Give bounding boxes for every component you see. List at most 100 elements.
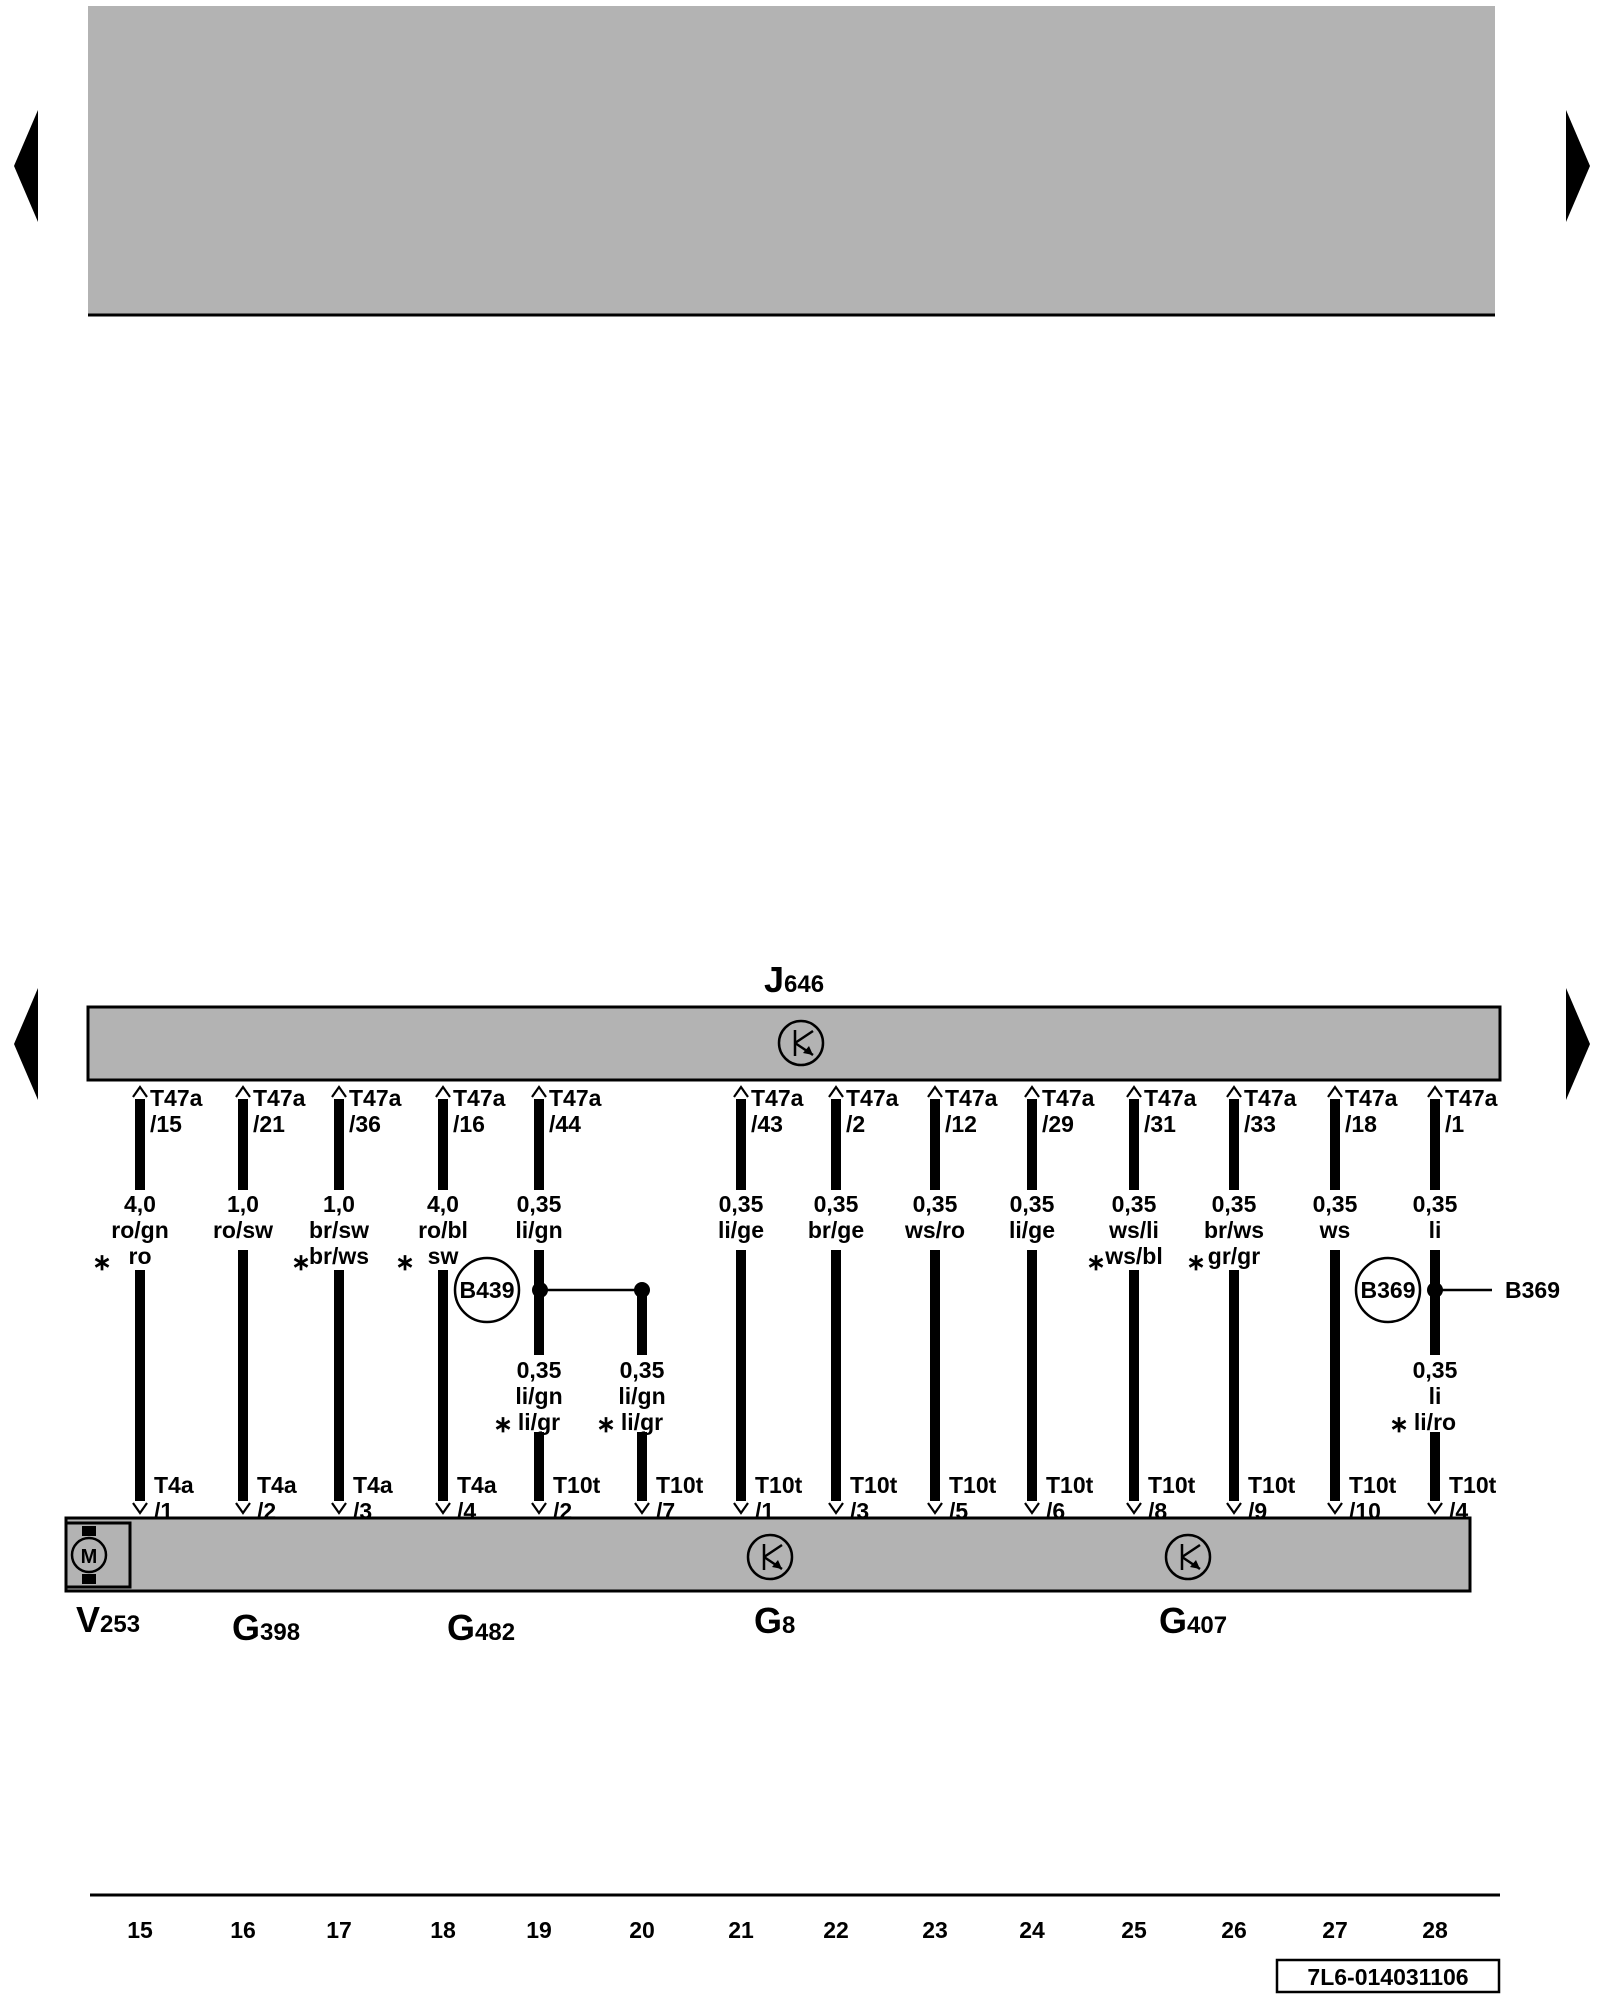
branch-alt-color-label: li/gr [518, 1409, 560, 1435]
nav-prev-top[interactable] [14, 110, 38, 222]
top-connector-label: T47a [349, 1085, 402, 1111]
top-pin-label: /1 [1445, 1111, 1464, 1137]
wire-segment [1430, 1250, 1440, 1290]
top-pin-label: /15 [150, 1111, 182, 1137]
bottom-pin-label: /5 [949, 1498, 968, 1524]
asterisk-mark: ∗ [291, 1249, 310, 1275]
wire-segment [1229, 1099, 1239, 1190]
component-g398-label: G398 [232, 1607, 300, 1648]
top-connector-label: T47a [453, 1085, 506, 1111]
wire-segment [1430, 1290, 1440, 1355]
wire-size-label: 0,35 [1112, 1191, 1157, 1217]
wire-segment [238, 1099, 248, 1190]
column-number: 25 [1121, 1917, 1147, 1943]
wire-segment [534, 1432, 544, 1501]
bottom-connector-label: T10t [755, 1472, 803, 1498]
wire-color-label: ws/ro [904, 1217, 965, 1243]
bottom-connector-label: T10t [1248, 1472, 1296, 1498]
splice-b369-label: B369 [1361, 1277, 1416, 1303]
wire-segment [135, 1270, 145, 1501]
top-connector-label: T47a [846, 1085, 899, 1111]
wire-size-label: 0,35 [1212, 1191, 1257, 1217]
transistor-symbol-icon [777, 1019, 825, 1067]
wire-color-label: ro/sw [213, 1217, 273, 1243]
transistor-symbol-icon [1164, 1533, 1212, 1581]
wire-segment [1027, 1250, 1037, 1501]
bottom-pin-label: /1 [755, 1498, 774, 1524]
bottom-connector-label: T10t [850, 1472, 898, 1498]
bottom-pin-label: /9 [1248, 1498, 1267, 1524]
branch-alt-color-label: li/ro [1414, 1409, 1456, 1435]
bottom-pin-label: /3 [353, 1498, 372, 1524]
wire-size-label: 0,35 [913, 1191, 958, 1217]
column-number: 26 [1221, 1917, 1247, 1943]
splice-b439-label: B439 [460, 1277, 515, 1303]
column-number: 18 [430, 1917, 456, 1943]
top-connector-label: T47a [1345, 1085, 1398, 1111]
top-connector-label: T47a [150, 1085, 203, 1111]
branch-color-label: li [1429, 1383, 1442, 1409]
splice-b369-ref-label: B369 [1505, 1277, 1560, 1303]
nav-next-bottom[interactable] [1566, 988, 1590, 1100]
component-g8-label: G8 [754, 1600, 795, 1641]
asterisk-mark: ∗ [493, 1411, 512, 1437]
wire-segment [930, 1250, 940, 1501]
wire-segment [1430, 1099, 1440, 1190]
bottom-connector-label: T4a [457, 1472, 497, 1498]
top-pin-label: /21 [253, 1111, 285, 1137]
triangle-right-icon[interactable] [1566, 988, 1590, 1100]
branch-labels: 0,35li/gnli/gr∗0,35li/gnli/gr∗0,35lili/r… [493, 1357, 1457, 1437]
wire-color-label: ro/gn [111, 1217, 169, 1243]
wire-column-20: T10t/7 [634, 1290, 704, 1524]
bottom-connector-label: T4a [257, 1472, 297, 1498]
component-j646-label: J646 [764, 959, 824, 1000]
triangle-left-icon[interactable] [14, 110, 38, 222]
top-connector-label: T47a [1244, 1085, 1297, 1111]
asterisk-mark: ∗ [1186, 1249, 1205, 1275]
bottom-pin-label: /3 [850, 1498, 869, 1524]
wire-color-label: ro/bl [418, 1217, 468, 1243]
top-pin-label: /29 [1042, 1111, 1074, 1137]
top-connector-label: T47a [1042, 1085, 1095, 1111]
branch-size-label: 0,35 [1413, 1357, 1458, 1383]
top-pin-label: /43 [751, 1111, 783, 1137]
wire-alt-color-label: gr/gr [1208, 1243, 1260, 1269]
column-number: 19 [526, 1917, 552, 1943]
asterisk-mark: ∗ [92, 1249, 111, 1275]
nav-prev-bottom[interactable] [14, 988, 38, 1100]
triangle-left-icon[interactable] [14, 988, 38, 1100]
column-number: 20 [629, 1917, 655, 1943]
top-pin-label: /33 [1244, 1111, 1276, 1137]
top-pin-label: /12 [945, 1111, 977, 1137]
bottom-connector-label: T10t [1148, 1472, 1196, 1498]
column-number: 16 [230, 1917, 256, 1943]
top-connector-label: T47a [945, 1085, 998, 1111]
nav-next-top[interactable] [1566, 110, 1590, 222]
top-connector-label: T47a [751, 1085, 804, 1111]
column-number: 28 [1422, 1917, 1448, 1943]
wire-segment [1027, 1099, 1037, 1190]
wire-segment [831, 1250, 841, 1501]
wire-color-label: br/ge [808, 1217, 864, 1243]
top-gray-panel [88, 6, 1495, 315]
wire-segment [438, 1099, 448, 1190]
wire-segment [831, 1099, 841, 1190]
bottom-connector-label: T10t [1349, 1472, 1397, 1498]
wire-segment [238, 1250, 248, 1501]
top-pin-label: /44 [549, 1111, 581, 1137]
wire-color-label: li/ge [718, 1217, 764, 1243]
top-connector-label: T47a [549, 1085, 602, 1111]
triangle-right-icon[interactable] [1566, 110, 1590, 222]
wire-segment [637, 1290, 647, 1355]
top-connector-label: T47a [253, 1085, 306, 1111]
bottom-connector-label: T10t [1046, 1472, 1094, 1498]
wire-color-label: ws/li [1108, 1217, 1159, 1243]
top-pin-label: /18 [1345, 1111, 1377, 1137]
component-v253-label: V253 [76, 1599, 140, 1640]
top-pin-label: /2 [846, 1111, 865, 1137]
